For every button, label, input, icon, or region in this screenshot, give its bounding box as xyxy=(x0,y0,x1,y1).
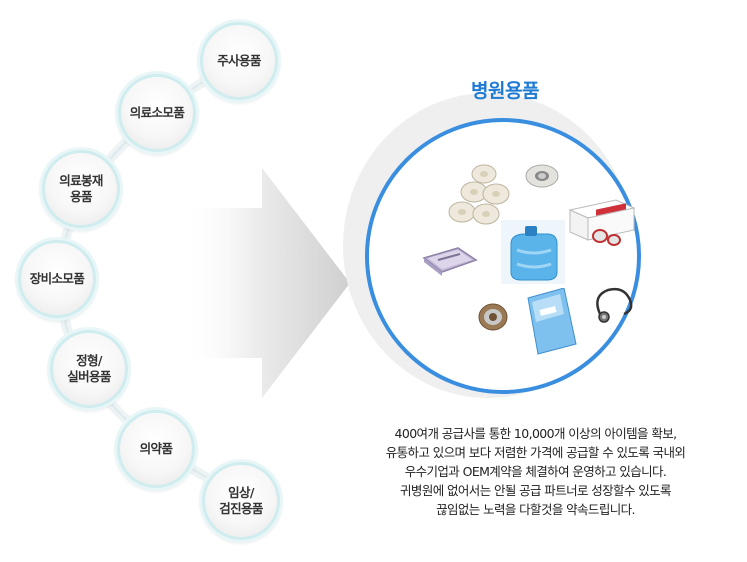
category-label: 주사용품 xyxy=(217,53,261,68)
description-line: 우수기업과 OEM계약을 체결하여 운영하고 있습니다. xyxy=(404,464,667,479)
description-line: 400여개 공급사를 통한 10,000개 이상의 아이템을 확보, xyxy=(394,426,677,441)
water-container-icon xyxy=(501,220,565,284)
category-equipment-consumables[interactable]: 장비소모품 xyxy=(18,240,96,318)
category-orthopedic-silver-supplies[interactable]: 정형/ 실버용품 xyxy=(50,330,128,408)
category-label: 장비소모품 xyxy=(29,271,85,286)
company-description: 400여개 공급사를 통한 10,000개 이상의 아이템을 확보, 유통하고 … xyxy=(333,424,738,519)
category-label: 의료봉재 용품 xyxy=(59,173,103,204)
surgical-tape-icon xyxy=(525,164,559,188)
category-medical-sewing-supplies[interactable]: 의료봉재 용품 xyxy=(42,150,120,228)
description-line: 끊임없는 노력을 다할것을 약속드립니다. xyxy=(436,502,635,517)
description-line: 귀병원에 없어서는 안될 공급 파트너로 성장할수 있도록 xyxy=(400,483,672,498)
tape-box-icon xyxy=(568,199,636,246)
stethoscope-icon xyxy=(596,287,633,323)
sterile-drape-icon xyxy=(527,288,577,355)
instrument-tray-icon xyxy=(422,247,478,276)
category-medical-consumables[interactable]: 의료소모품 xyxy=(118,74,196,152)
category-label: 정형/ 실버용품 xyxy=(67,353,111,384)
wire-spool-icon xyxy=(478,303,508,331)
category-injection-supplies[interactable]: 주사용품 xyxy=(200,22,278,100)
category-label: 의약품 xyxy=(139,441,173,456)
category-pharmaceuticals[interactable]: 의약품 xyxy=(117,410,195,488)
category-label: 의료소모품 xyxy=(129,105,185,120)
arrow-right-icon xyxy=(180,168,350,398)
tape-rolls-icon xyxy=(448,164,510,225)
category-label: 임상/ 검진용품 xyxy=(219,485,263,516)
description-line: 유통하고 있으며 보다 저렴한 가격에 공급할 수 있도록 국내외 xyxy=(385,445,686,460)
category-clinical-checkup-supplies[interactable]: 임상/ 검진용품 xyxy=(202,462,280,540)
panel-title: 병원용품 xyxy=(471,80,539,102)
